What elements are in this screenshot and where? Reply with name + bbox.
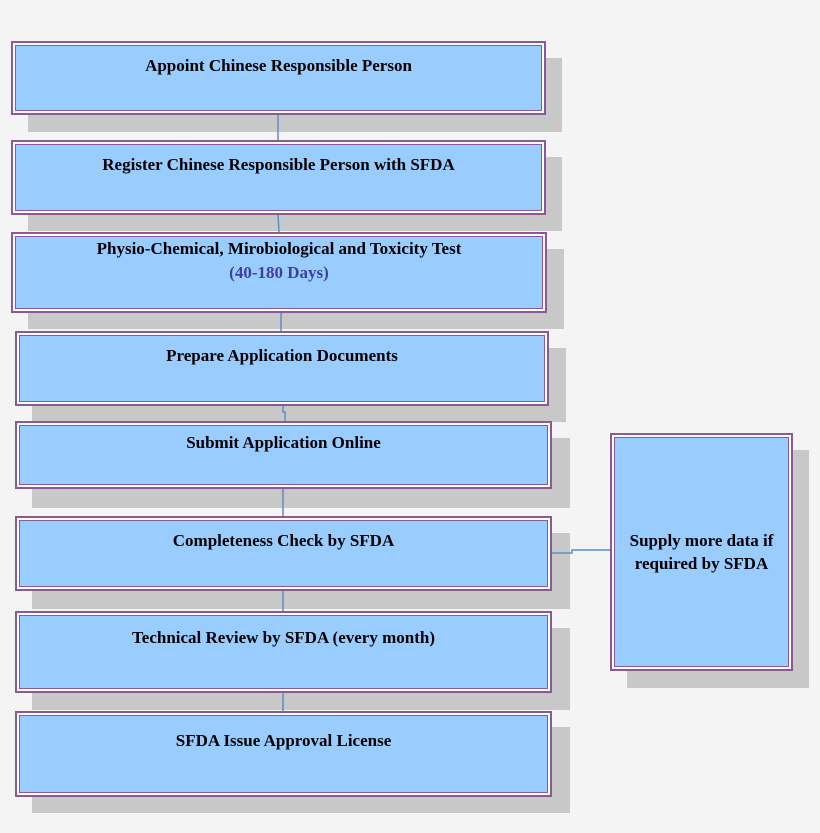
step-technical-review: Technical Review by SFDA (every month) [15,611,552,693]
side-box-line-2: required by SFDA [634,554,769,573]
step-issue-license: SFDA Issue Approval License [15,711,552,797]
step-label: Appoint Chinese Responsible Person [145,56,412,75]
step-appoint-responsible-person: Appoint Chinese Responsible Person [11,41,546,115]
step-prepare-documents: Prepare Application Documents [15,331,549,406]
step-toxicity-test: Physio-Chemical, Mirobiological and Toxi… [11,232,547,313]
step-label: Submit Application Online [186,433,381,452]
step-register-responsible-person: Register Chinese Responsible Person with… [11,140,546,215]
side-box-supply-data: Supply more data if required by SFDA [610,433,793,671]
step-label: Completeness Check by SFDA [172,531,395,550]
side-box-line-1: Supply more data if [629,531,774,550]
step-label: Physio-Chemical, Mirobiological and Toxi… [96,239,462,258]
step-completeness-check: Completeness Check by SFDA [15,516,552,591]
connector-4-5 [282,405,286,422]
step-label: Prepare Application Documents [166,346,398,365]
step-label: Technical Review by SFDA (every month) [132,628,435,647]
step-duration: (40-180 Days) [229,263,329,282]
connector-2-3 [277,213,280,234]
step-label: SFDA Issue Approval License [175,731,392,750]
connector-6-side [550,549,611,554]
step-label: Register Chinese Responsible Person with… [102,155,455,174]
step-submit-online: Submit Application Online [15,421,552,489]
